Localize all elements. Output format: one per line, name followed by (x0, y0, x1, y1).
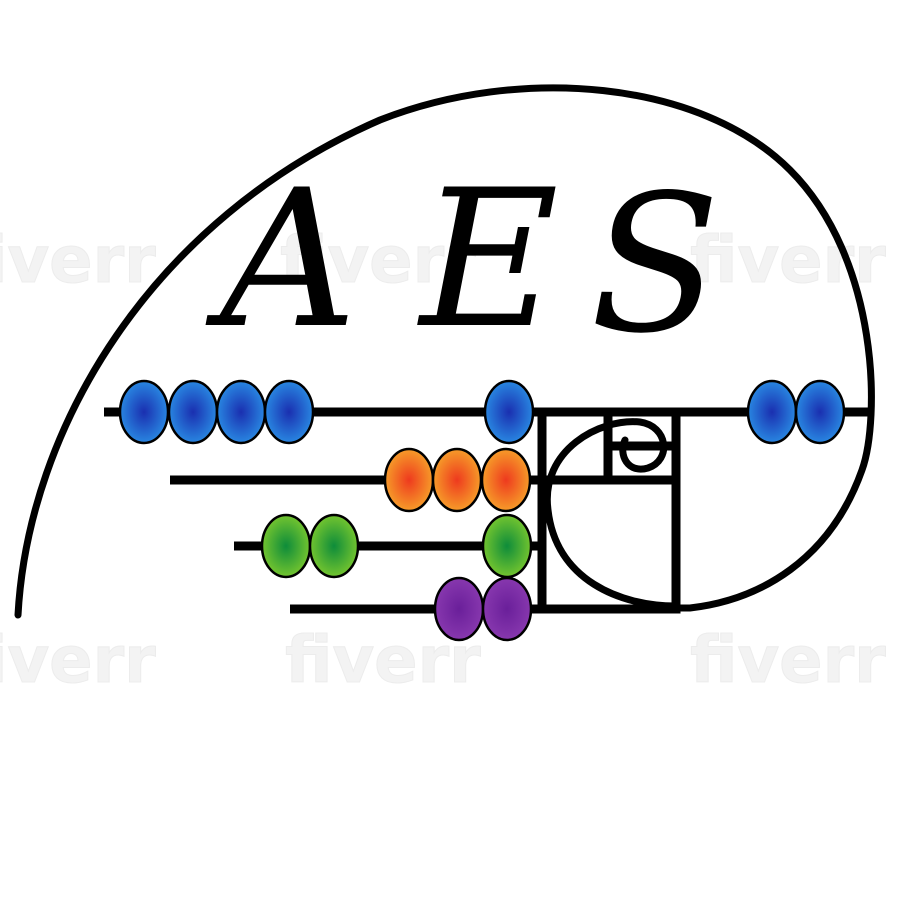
watermark-text: fiverr (0, 624, 156, 698)
orange-bead (480, 447, 532, 513)
watermark-text: fiverr (690, 624, 886, 698)
green-bead (481, 513, 533, 579)
blue-bead (746, 379, 798, 445)
blue-bead (263, 379, 315, 445)
watermarks: fiverr fiverr fiverr fiverr fiverr fiver… (0, 224, 887, 699)
green-bead (260, 513, 312, 579)
watermark-text: fiverr (0, 224, 156, 298)
blue-bead (118, 379, 170, 445)
blue-bead (215, 379, 267, 445)
golden-spiral-curve (14, 84, 875, 619)
orange-bead (383, 447, 435, 513)
letter-a: A (205, 149, 357, 370)
abacus-beads (118, 379, 846, 642)
blue-bead (483, 379, 535, 445)
purple-bead (481, 576, 533, 642)
blue-bead (167, 379, 219, 445)
green-bead (308, 513, 360, 579)
blue-bead (794, 379, 846, 445)
orange-bead (431, 447, 483, 513)
abacus-rods (104, 407, 868, 614)
letter-e: E (417, 149, 559, 370)
letter-s: S (590, 154, 720, 375)
golden-rectangle-frame (537, 407, 681, 614)
inner-spiral (543, 418, 680, 610)
purple-bead (433, 576, 485, 642)
watermark-text: fiverr (280, 224, 476, 298)
